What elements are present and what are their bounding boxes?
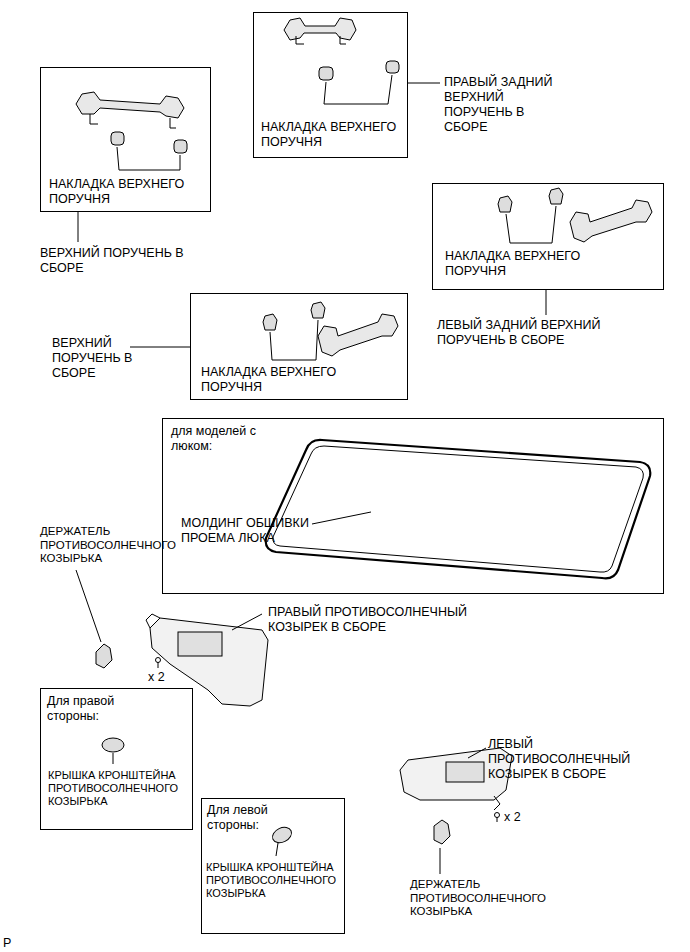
part-label: ВЕРХНИЙ ПОРУЧЕНЬ В СБОРЕ <box>40 246 190 276</box>
grip-drawing <box>130 302 398 360</box>
sun-visor-drawing <box>400 748 512 874</box>
frame-box: НАКЛАДКА ВЕРХНЕГО ПОРУЧНЯ <box>253 12 408 158</box>
part-label: ДЕРЖАТЕЛЬ ПРОТИВОСОЛНЕЧНОГО КОЗЫРЬКА <box>410 878 560 919</box>
sun-visor-drawing <box>76 570 268 706</box>
part-label: КРЫШКА КРОНШТЕЙНА ПРОТИВОСОЛНЕЧНОГО КОЗЫ… <box>48 769 188 808</box>
part-label: НАКЛАДКА ВЕРХНЕГО ПОРУЧНЯ <box>261 120 407 150</box>
part-label: НАКЛАДКА ВЕРХНЕГО ПОРУЧНЯ <box>49 177 207 207</box>
part-label: ЛЕВЫЙ ПРОТИВОСОЛНЕЧНЫЙ КОЗЫРЕК В СБОРЕ <box>488 737 653 782</box>
part-label: ПРАВЫЙ ЗАДНИЙ ВЕРХНИЙ ПОРУЧЕНЬ В СБОРЕ <box>444 75 559 135</box>
part-label: НАКЛАДКА ВЕРХНЕГО ПОРУЧНЯ <box>445 249 605 279</box>
grip-drawing <box>284 18 440 104</box>
frame-box: Для левой стороны: КРЫШКА КРОНШТЕЙНА ПРОТ… <box>201 798 345 934</box>
part-label: Для левой стороны: <box>207 803 307 833</box>
part-label: ВЕРХНИЙ ПОРУЧЕНЬ В СБОРЕ <box>52 336 142 381</box>
frame-box: НАКЛАДКА ВЕРХНЕГО ПОРУЧНЯ <box>432 183 664 290</box>
part-label: x 2 <box>148 670 188 685</box>
part-label: КРЫШКА КРОНШТЕЙНА ПРОТИВОСОЛНЕЧНОГО КОЗЫ… <box>206 861 342 900</box>
frame-box: Для правой стороны: КРЫШКА КРОНШТЕЙНА ПРО… <box>40 688 193 830</box>
part-label: ЛЕВЫЙ ЗАДНИЙ ВЕРХНИЙ ПОРУЧЕНЬ В СБОРЕ <box>437 318 647 348</box>
part-label: МОЛДИНГ ОБШИВКИ ПРОЕМА ЛЮКА <box>181 516 311 546</box>
part-label: ДЕРЖАТЕЛЬ ПРОТИВОСОЛНЕЧНОГО КОЗЫРЬКА <box>40 525 180 566</box>
part-label: ПРАВЫЙ ПРОТИВОСОЛНЕЧНЫЙ КОЗЫРЕК В СБОРЕ <box>268 605 498 635</box>
frame-box: НАКЛАДКА ВЕРХНЕГО ПОРУЧНЯ <box>40 67 211 212</box>
sunroof-molding-drawing <box>266 440 651 578</box>
frame-box: для моделей с люком: МОЛДИНГ ОБШИВКИ ПРОЕ… <box>162 418 664 594</box>
part-label: x 2 <box>504 810 544 825</box>
part-label: для моделей с люком: <box>171 424 281 454</box>
frame-box: НАКЛАДКА ВЕРХНЕГО ПОРУЧНЯ <box>190 293 408 400</box>
part-label: НАКЛАДКА ВЕРХНЕГО ПОРУЧНЯ <box>201 365 371 395</box>
part-label: Для правой стороны: <box>47 694 147 724</box>
grip-drawing <box>76 92 187 242</box>
part-label: P <box>3 936 23 951</box>
cover-drawing <box>102 738 294 856</box>
